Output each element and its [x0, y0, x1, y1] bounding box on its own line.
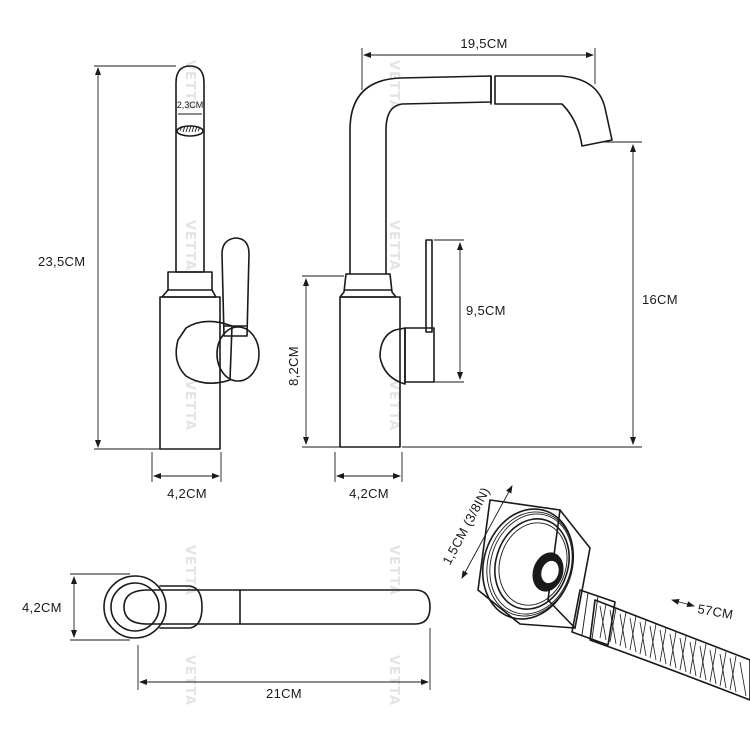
front-base-width-label: 4,2CM	[349, 486, 389, 501]
hose-length-label: 57CM	[696, 601, 734, 622]
watermark-text: VETTA	[386, 60, 401, 111]
lever-length-label: 9,5CM	[466, 303, 506, 318]
hose-connector-view: 1,5CM (3/8IN) 57CM	[439, 485, 750, 701]
watermark-text: VETTA	[386, 655, 401, 706]
watermark-text: VETTA	[182, 545, 197, 596]
top-width-label: 4,2CM	[22, 600, 62, 615]
faucet-front-view: 19,5CM 16CM 9,5CM 8,2CM 4,2CM	[286, 36, 678, 501]
watermark-text: VETTA	[182, 655, 197, 706]
faucet-side-view: 2,3CM 23,5CM 4,2CM	[38, 65, 260, 501]
spout-diameter-label: 2,3CM	[177, 100, 204, 110]
watermark-text: VETTA	[386, 545, 401, 596]
side-base-width-label: 4,2CM	[167, 486, 207, 501]
hose-braid	[599, 603, 747, 697]
body-height-label: 8,2CM	[286, 346, 301, 386]
faucet-top-view: 4,2CM 21CM	[22, 573, 431, 701]
watermark-text: VETTA	[182, 380, 197, 431]
watermark-text: VETTA	[182, 220, 197, 271]
watermarks: VETTA VETTA VETTA VETTA VETTA VETTA VETT…	[182, 60, 401, 706]
side-height-label: 23,5CM	[38, 254, 85, 269]
watermark-text: VETTA	[386, 220, 401, 271]
watermark-text: VETTA	[182, 60, 197, 111]
top-length-label: 21CM	[266, 686, 302, 701]
watermark-text: VETTA	[386, 380, 401, 431]
reach-label: 19,5CM	[460, 36, 507, 51]
spout-clearance-label: 16CM	[642, 292, 678, 307]
